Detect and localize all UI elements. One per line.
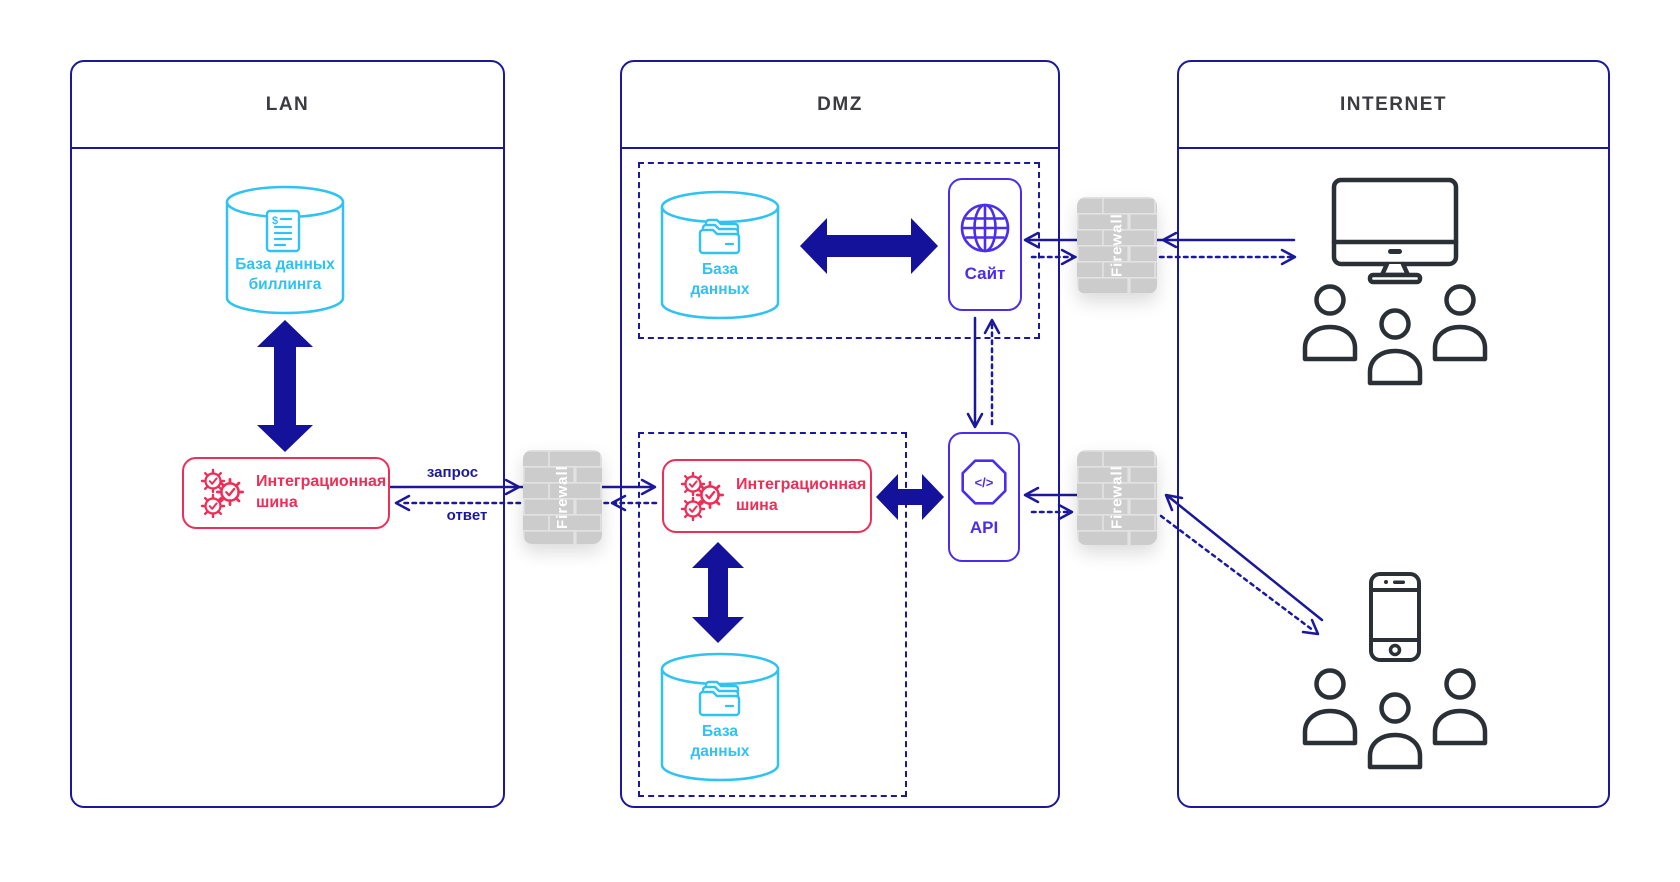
zone-dmz-title: DMZ <box>817 93 863 115</box>
dmz-site-segment <box>638 162 1040 339</box>
api-code-icon: </> <box>961 459 1007 505</box>
user-icon <box>1370 695 1420 768</box>
mobile-users-group <box>1300 666 1490 777</box>
mobile-phone-icon <box>1367 570 1423 669</box>
gears-icon <box>680 471 724 521</box>
lan-integration-bus-node: Интеграционная шина <box>182 457 390 529</box>
zone-lan-title: LAN <box>265 93 310 115</box>
firewall-label: Firewall <box>1108 465 1126 530</box>
user-icon <box>1435 287 1485 360</box>
lan-integration-bus-label: Интеграционная шина <box>256 473 387 511</box>
billing-currency-glyph: $ <box>272 215 278 227</box>
zone-lan-header: LAN <box>72 62 503 149</box>
firewall-label: Firewall <box>1108 213 1126 278</box>
zone-internet: INTERNET <box>1177 60 1610 808</box>
user-icon <box>1370 311 1420 384</box>
firewall-dmz-internet-top: Firewall <box>1077 197 1157 294</box>
api-label: API <box>969 518 999 537</box>
globe-icon <box>960 203 1010 253</box>
dmz-site-database-node: База данных <box>660 190 780 322</box>
desktop-computer-icon <box>1330 176 1460 293</box>
gears-icon <box>200 468 244 518</box>
database-cylinder-shape <box>660 190 780 320</box>
response-label: ответ <box>446 507 488 524</box>
dmz-bus-database-label: База данных <box>690 723 750 760</box>
dmz-integration-bus-label: Интеграционная шина <box>736 476 867 514</box>
dmz-integration-bus-node: Интеграционная шина <box>662 459 872 533</box>
dmz-site-database-label: База данных <box>690 261 750 298</box>
zone-internet-title: INTERNET <box>1340 93 1447 115</box>
zone-internet-header: INTERNET <box>1179 62 1608 149</box>
request-label: запрос <box>426 464 479 481</box>
folder-icon <box>698 680 741 717</box>
billing-document-icon <box>265 209 301 253</box>
api-node: </> API <box>948 432 1020 562</box>
zone-lan: LAN <box>70 60 505 808</box>
database-cylinder-shape: $ <box>225 185 345 315</box>
billing-database-node: $ База данных биллинга <box>225 185 345 317</box>
dmz-bus-database-node: База данных <box>660 652 780 785</box>
database-cylinder-shape <box>660 652 780 782</box>
site-label: Сайт <box>964 264 1006 283</box>
zone-dmz: DMZ <box>620 60 1060 808</box>
user-icon <box>1435 671 1485 744</box>
user-icon <box>1305 287 1355 360</box>
firewall-label: Firewall <box>554 465 571 529</box>
desktop-users-group <box>1300 282 1490 393</box>
folder-icon <box>698 218 741 255</box>
zone-dmz-header: DMZ <box>622 62 1058 149</box>
billing-database-label: База данных биллинга <box>235 256 335 293</box>
dmz-bus-segment <box>638 432 907 797</box>
user-icon <box>1305 671 1355 744</box>
site-node: Сайт <box>948 178 1022 311</box>
firewall-lan-dmz: Firewall <box>523 450 602 544</box>
firewall-dmz-internet-bottom: Firewall <box>1077 450 1157 545</box>
api-code-glyph: </> <box>975 475 994 490</box>
